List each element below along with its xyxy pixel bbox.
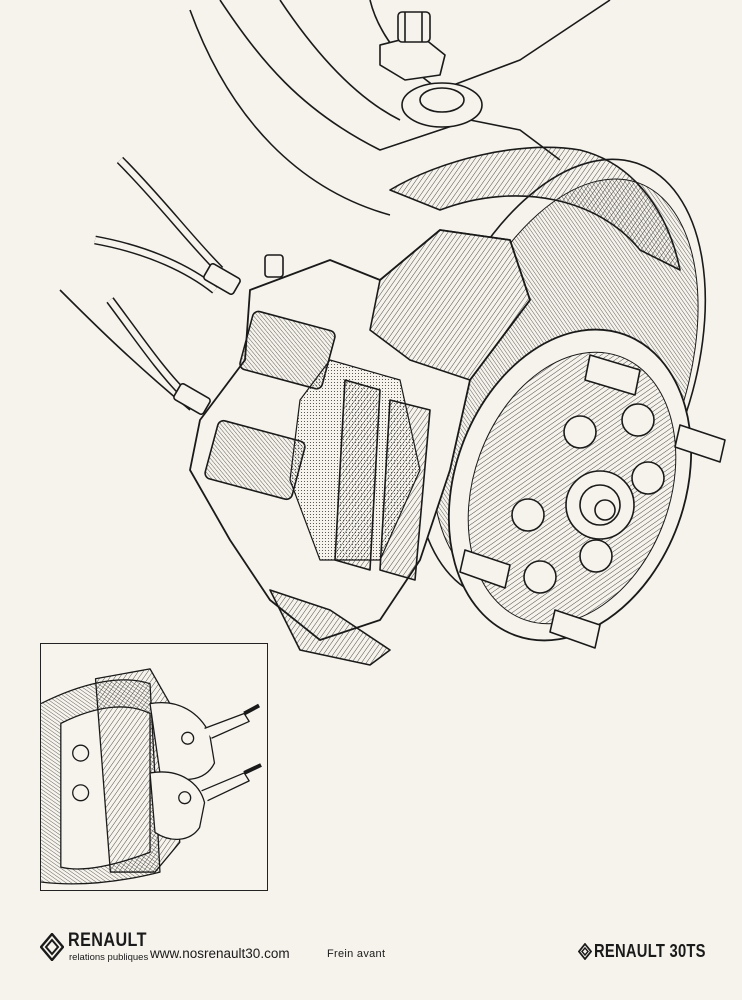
- website-url[interactable]: www.nosrenault30.com: [150, 946, 290, 961]
- model-name: RENAULT 30TS: [594, 941, 706, 961]
- front-brake-illustration: [59, 0, 726, 666]
- brand-subtitle: relations publiques: [69, 952, 149, 963]
- illustration-caption: Frein avant: [327, 948, 386, 960]
- model-logo: RENAULT 30TS: [578, 940, 718, 964]
- renault-diamond-icon: [40, 933, 64, 961]
- inset-illustration-frame: [40, 643, 268, 891]
- renault-diamond-icon: [578, 943, 592, 960]
- brand-name: RENAULT: [68, 930, 147, 951]
- brake-caliper-inset-illustration: [41, 668, 262, 885]
